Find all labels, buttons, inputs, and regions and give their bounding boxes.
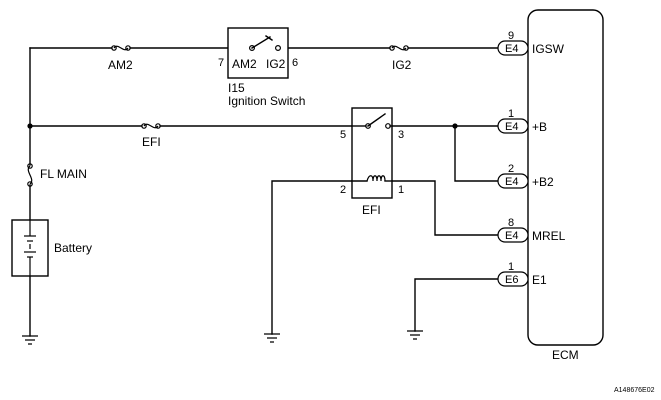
ecm-terminal-pin: 8 [508, 217, 514, 229]
fuse-am2-icon [111, 45, 131, 51]
connector-badge [497, 40, 529, 56]
efi-relay-pin-2: 2 [340, 184, 346, 196]
ground-battery-icon [22, 335, 38, 345]
connector-badge [497, 118, 529, 134]
ecm-signal-label: IGSW [532, 42, 565, 56]
connector-badge [497, 227, 529, 243]
efi-relay-coil-icon [351, 175, 393, 182]
fuse-efi-icon [141, 123, 161, 129]
fuse-ig2-icon [389, 45, 409, 51]
ecm-terminal-pin: 1 [508, 108, 514, 120]
ecm-terminal-pin: 1 [508, 261, 514, 273]
ecm-signal-label: MREL [532, 229, 566, 243]
fuse-fl-main-label: FL MAIN [40, 167, 87, 181]
battery-label: Battery [54, 241, 92, 255]
efi-relay-box [351, 107, 393, 199]
ignition-switch-am2-terminal: AM2 [232, 57, 257, 71]
connector-id: E6 [505, 274, 518, 286]
connector-id: E4 [505, 121, 518, 133]
ecm-terminal-pin: 9 [508, 30, 514, 42]
ignition-switch-id: I15 [228, 81, 245, 95]
ignition-switch-box [227, 27, 289, 79]
ecm-terminal-plus-b: 1 E4 +B [497, 108, 547, 134]
ecm-terminal-igsw: 9 E4 IGSW [497, 30, 565, 56]
junction-left-bus [27, 123, 33, 129]
efi-relay-label: EFI [362, 203, 381, 217]
efi-relay-pin-3: 3 [398, 129, 404, 141]
connector-badge [497, 271, 529, 287]
ignition-switch-name: Ignition Switch [228, 94, 305, 108]
fuse-ig2-label: IG2 [392, 58, 412, 72]
battery-icon [24, 220, 36, 276]
ecm-label: ECM [552, 348, 579, 362]
fuse-efi-label: EFI [142, 135, 161, 149]
ignition-switch-pin-7: 7 [218, 57, 224, 69]
connector-id: E4 [505, 43, 518, 55]
ecm-signal-label: +B [532, 120, 547, 134]
fuse-fl-main-icon [27, 163, 33, 187]
ecm-signal-label: +B2 [532, 175, 554, 189]
connector-id: E4 [505, 230, 518, 242]
junction-plus-b [452, 123, 458, 129]
efi-relay-pin-1: 1 [398, 184, 404, 196]
ecm-terminal-pin: 2 [508, 163, 514, 175]
efi-relay-pin-5: 5 [340, 129, 346, 141]
connector-badge [497, 173, 529, 189]
efi-relay-contact-icon [351, 113, 393, 129]
figure-code: A148676E02 [614, 387, 655, 394]
ignition-switch-ig2-terminal: IG2 [266, 57, 286, 71]
connector-id: E4 [505, 176, 518, 188]
ecm-signal-label: E1 [532, 273, 547, 287]
ignition-switch-contact-icon [249, 35, 282, 51]
ground-relay-icon [264, 333, 280, 343]
ground-ecm-icon [407, 330, 423, 340]
ecm-terminal-e1: 1 E6 E1 [497, 261, 547, 287]
ecm-terminal-plus-b2: 2 E4 +B2 [497, 163, 554, 189]
ecm-box [527, 9, 604, 346]
ignition-switch-pin-6: 6 [292, 57, 298, 69]
fuse-am2-label: AM2 [108, 58, 133, 72]
wires [29, 47, 501, 337]
ecm-terminal-mrel: 8 E4 MREL [497, 217, 566, 243]
